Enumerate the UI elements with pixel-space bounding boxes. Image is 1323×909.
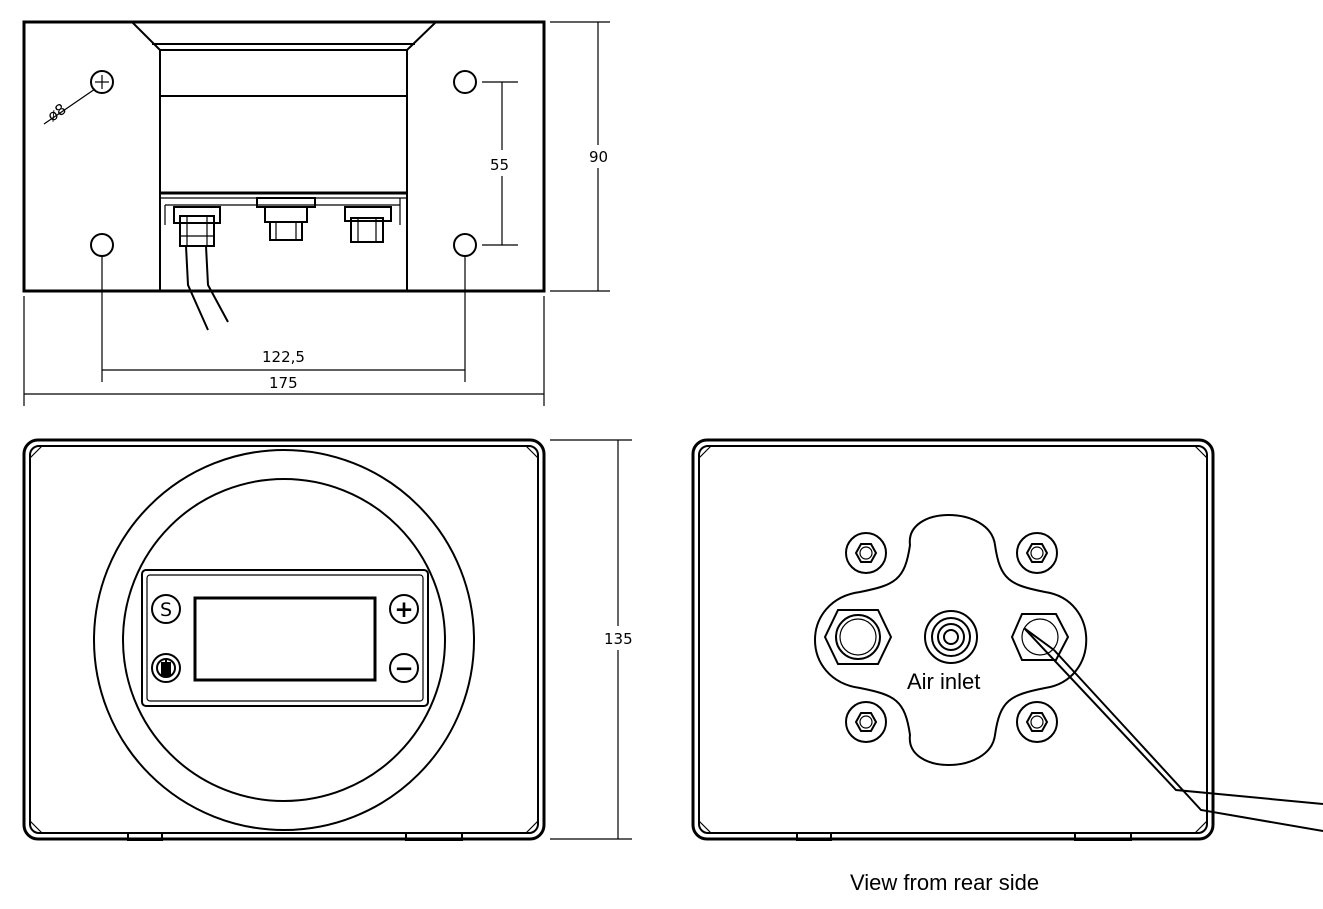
overall-height-front-label: 135 [604,630,633,648]
hole-spacing-vertical-label: 55 [490,156,509,174]
rear-view: Air inlet View from rear side [691,438,1323,895]
controller-panel [141,569,429,707]
plus-button-label: + [394,597,413,623]
air-inlet-connector-top [256,197,316,241]
rear-mounting-plate [814,514,1088,766]
overall-width-label: 175 [269,374,298,392]
outer-ring [93,449,475,831]
rear-connector-top [344,206,392,243]
rear-cable-gland [1010,613,1323,832]
rear-view-outline [691,438,1215,841]
plus-button[interactable]: + [389,594,419,624]
mounting-hole [453,233,477,257]
rear-plug [823,609,893,665]
mounting-nut [845,532,887,574]
power-button[interactable] [151,653,181,683]
top-view-outline [22,20,546,293]
power-icon [161,662,171,676]
minus-button[interactable]: − [389,653,419,683]
mounting-nut [1016,701,1058,743]
overall-height-top-label: 90 [589,148,608,166]
mounting-hole [90,233,114,257]
mounting-hole [453,70,477,94]
front-view-outline [22,438,546,841]
mounting-nut [1016,532,1058,574]
set-button-label: S [160,599,172,621]
set-button[interactable]: S [151,594,181,624]
air-inlet [924,610,978,664]
mounting-hole [90,70,114,94]
top-funnel [131,21,437,51]
mounting-nut [845,701,887,743]
rear-view-caption: View from rear side [850,870,1039,895]
minus-button-label: − [394,656,413,682]
display-screen [193,596,377,682]
hole-spacing-horizontal-label: 122,5 [262,348,305,366]
cable-gland-top [173,206,229,331]
top-view: ø8 55 90 122,5 175 [22,20,610,406]
inner-ring [122,478,446,802]
front-view: S + − 135 [22,438,633,841]
air-inlet-label: Air inlet [907,669,980,694]
